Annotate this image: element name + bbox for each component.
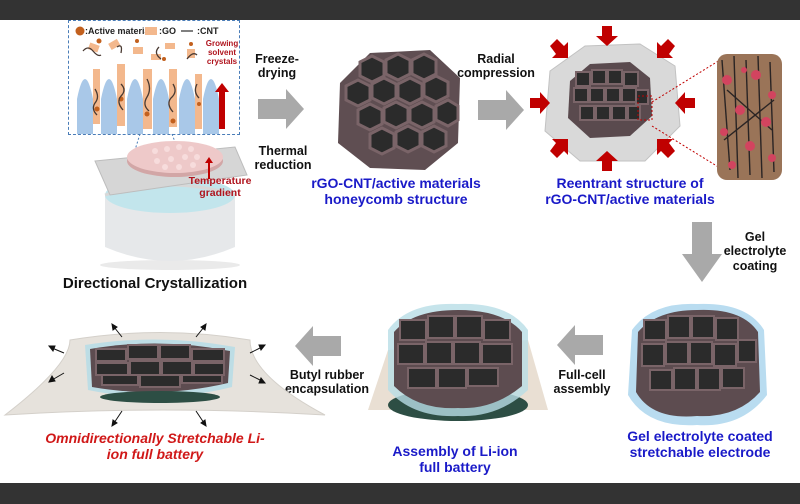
reentrant-caption: Reentrant structure of rGO-CNT/active ma… [545,175,715,208]
growing-crystals-label: Growing solvent crystals [205,39,239,67]
ice-crystals-illustration [77,38,219,134]
temperature-gradient-label: Temperature gradient [188,175,252,200]
legend-active-material-icon [75,26,85,36]
top-dark-bar [0,0,800,20]
crystallization-mold-illustration [94,141,248,270]
reentrant-structure-illustration [530,26,695,171]
radial-compression-label: Radial compression [457,52,535,81]
assembly-caption: Assembly of Li-ion full battery [392,443,518,476]
zoom-connector-lines [651,59,721,169]
legend-cnt-icon [181,30,193,32]
thermal-reduction-label: Thermal reduction [254,144,312,173]
legend-cnt: :CNT [197,26,219,36]
magnified-cylinder-illustration [717,54,782,180]
gel-coated-electrode-illustration [628,303,767,426]
directional-crystallization-caption: Directional Crystallization [62,275,248,292]
legend-active-material: :Active material [85,26,153,36]
gel-coating-label: Gel electrolyte coating [723,230,787,273]
figure-canvas: :Active material :GO :CNT [0,20,800,483]
legend-go-icon [145,27,157,35]
temperature-arrow-icon [205,157,213,179]
gel-electrode-caption: Gel electrolyte coated stretchable elect… [627,428,773,461]
bottom-dark-bar [0,483,800,504]
battery-assembly-illustration [368,303,548,421]
left-arrow-2-icon [295,326,341,366]
right-arrow-1-icon [258,89,304,129]
honeycomb-illustration [338,50,460,170]
left-arrow-1-icon [557,325,603,365]
freeze-drying-label: Freeze-drying [255,52,299,81]
honeycomb-caption: rGO-CNT/active materials honeycomb struc… [311,175,481,208]
down-arrow-icon [682,222,722,282]
right-arrow-2-icon [478,90,524,130]
crystallization-inset: :Active material :GO :CNT [68,20,240,135]
full-cell-label: Full-cell assembly [553,368,611,397]
butyl-encapsulation-label: Butyl rubber encapsulation [284,368,370,397]
stretchable-battery-caption: Omnidirectionally Stretchable Li-ion ful… [45,430,265,463]
legend-go: :GO [159,26,176,36]
growth-arrow-icon [215,83,229,129]
stretchable-battery-illustration [3,323,326,427]
